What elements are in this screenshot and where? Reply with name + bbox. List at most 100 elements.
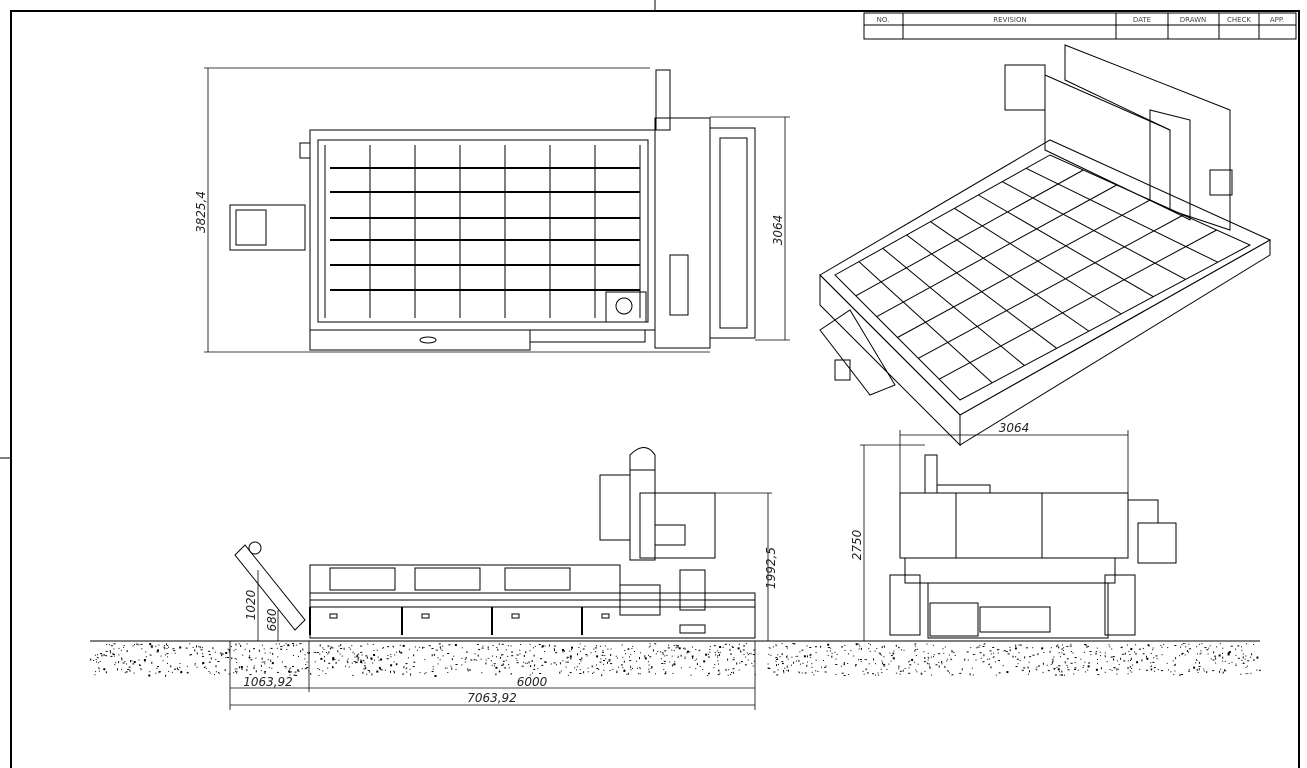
ground-speck [405, 663, 408, 665]
ground-speck [601, 654, 604, 656]
ground-speck [1062, 650, 1064, 651]
ground-speck [933, 656, 934, 658]
ground-speck [602, 650, 604, 652]
ground-speck [989, 650, 992, 652]
ground-speck [446, 667, 448, 669]
ground-speck [416, 649, 418, 651]
ground-speck [863, 673, 865, 675]
ground-speck [797, 655, 799, 657]
ground-speck [174, 668, 176, 670]
ground-speck [440, 648, 442, 650]
ground-speck [494, 665, 495, 667]
ground-speck [492, 645, 494, 646]
ground-speck [1219, 643, 1221, 645]
ground-speck [868, 643, 870, 645]
dim-conveyor-length: 1063,92 [243, 675, 293, 689]
ground-speck [376, 649, 378, 651]
ground-speck [1042, 662, 1044, 665]
ground-speck [801, 672, 803, 674]
ground-speck [180, 671, 183, 674]
ground-speck [469, 669, 471, 671]
ground-speck [914, 649, 916, 652]
ground-speck [581, 657, 583, 660]
ground-speck [1036, 666, 1038, 668]
ground-speck [938, 665, 940, 668]
ground-speck [280, 645, 282, 647]
ground-speck [110, 655, 113, 657]
ground-speck [719, 646, 722, 648]
ground-speck [1247, 665, 1248, 667]
ground-speck [189, 654, 191, 656]
ground-speck [272, 652, 274, 655]
dim-conveyor-height: 1020 [244, 589, 258, 620]
ground-speck [124, 661, 126, 662]
ground-speck [664, 663, 666, 665]
ground-speck [776, 674, 779, 676]
ground-speck [892, 652, 895, 654]
ground-speck [236, 670, 238, 672]
ground-speck [917, 648, 919, 650]
ground-speck [277, 656, 279, 658]
ground-speck [684, 657, 686, 659]
ground-speck [1121, 646, 1123, 648]
ground-speck [924, 657, 926, 659]
ground-speck [733, 657, 735, 659]
ground-speck [901, 649, 902, 651]
header-no: NO. [877, 16, 890, 24]
ground-speck [1136, 661, 1139, 664]
ground-speck [476, 643, 479, 645]
ground-speck [496, 647, 498, 648]
ground-speck [824, 666, 827, 668]
ground-speck [255, 670, 257, 673]
ground-speck [151, 661, 153, 664]
ground-speck [345, 665, 346, 667]
ground-speck [160, 655, 162, 657]
ground-speck [951, 659, 953, 661]
ground-speck [560, 670, 562, 672]
ground-speck [365, 655, 368, 657]
ground-speck [492, 655, 494, 657]
ground-speck [98, 662, 100, 664]
ground-speck [166, 643, 167, 646]
ground-speck [201, 655, 204, 657]
ground-speck [150, 654, 152, 656]
ground-speck [290, 667, 291, 669]
ground-speck [1224, 669, 1226, 672]
ground-speck [263, 648, 265, 650]
ground-speck [868, 648, 870, 650]
ground-speck [338, 659, 340, 661]
ground-speck [1130, 657, 1132, 660]
ground-speck [1256, 669, 1258, 671]
ground-speck [1179, 674, 1181, 676]
ground-speck [442, 645, 444, 647]
ground-speck [648, 654, 649, 656]
ground-speck [880, 654, 882, 656]
dim-table-width: 3064 [771, 215, 785, 246]
ground-speck [1214, 655, 1217, 657]
ground-speck [873, 658, 874, 661]
ground-speck [290, 671, 293, 673]
ground-speck [644, 655, 646, 658]
ground-speck [332, 666, 333, 669]
ground-speck [941, 663, 943, 665]
ground-speck [556, 664, 557, 666]
ground-speck [973, 653, 974, 655]
ground-speck [138, 659, 140, 661]
ground-speck [793, 661, 795, 664]
ground-speck [209, 672, 211, 674]
ground-speck [624, 650, 626, 652]
ground-speck [753, 660, 755, 662]
ground-speck [737, 647, 740, 650]
ground-speck [1227, 652, 1230, 655]
ground-speck [481, 672, 483, 674]
ground-speck [815, 670, 817, 672]
ground-speck [289, 668, 290, 670]
ground-speck [599, 661, 602, 663]
ground-speck [1070, 662, 1073, 664]
ground-speck [432, 666, 434, 668]
ground-speck [874, 663, 876, 665]
ground-speck [811, 666, 813, 668]
ground-speck [791, 656, 793, 658]
ground-speck [360, 659, 362, 662]
ground-speck [1082, 667, 1084, 668]
